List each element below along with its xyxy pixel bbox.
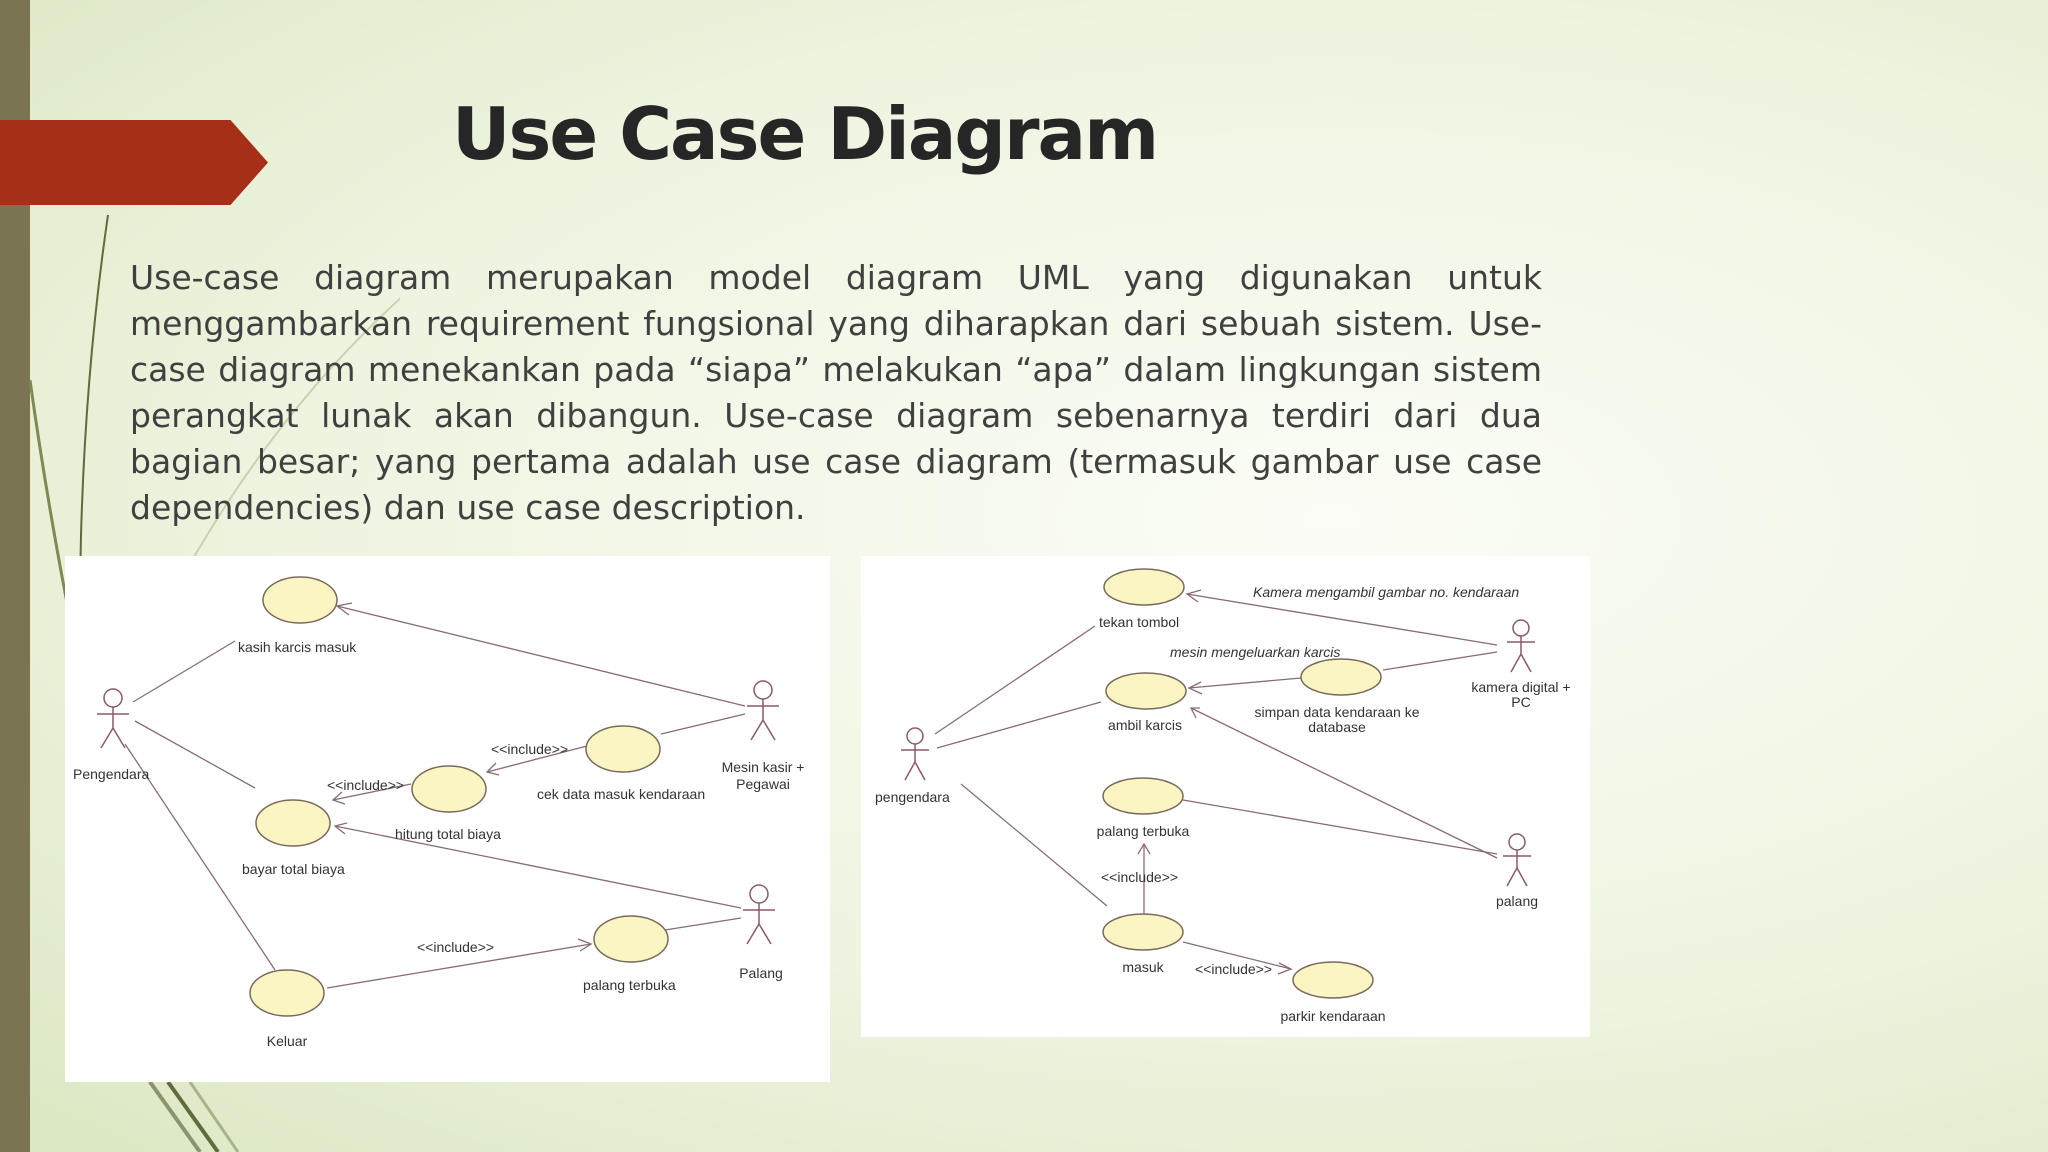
actor-palang (1503, 833, 1531, 887)
include-line (1182, 941, 1292, 970)
label-keluar: Keluar (267, 1033, 308, 1049)
label-include-2: <<include>> (1195, 961, 1272, 977)
association-line (334, 825, 742, 909)
association-line (1190, 707, 1498, 859)
usecase-parkir-kendaraan (1292, 961, 1374, 999)
association-line (934, 625, 1096, 735)
arrowhead (577, 938, 593, 952)
usecase-kasih-karcis-masuk (262, 576, 338, 624)
label-hitung-total-biaya: hitung total biaya (395, 826, 501, 842)
slide-title: Use Case Diagram (452, 92, 1159, 176)
use-case-diagram-right: Kamera mengambil gambar no. kendaraan te… (861, 556, 1590, 1037)
arrowhead (1277, 962, 1293, 975)
usecase-palang-terbuka (1102, 777, 1184, 815)
arrowhead (1185, 589, 1202, 603)
note-mesin: mesin mengeluarkan karcis (1170, 644, 1340, 660)
include-line (486, 745, 588, 773)
label-include-1: <<include>> (491, 741, 568, 757)
actor-pengendara (901, 727, 929, 781)
association-line (134, 720, 256, 789)
label-tekan-tombol: tekan tombol (1099, 614, 1179, 630)
use-case-diagram-left: kasih karcis masuk Pengendara Mesin kasi… (65, 556, 830, 1082)
label-actor-palang: palang (1496, 893, 1538, 909)
arrowhead (333, 822, 348, 835)
usecase-hitung-total-biaya (411, 765, 487, 813)
label-include-1: <<include>> (1101, 869, 1178, 885)
label-actor-palang: Palang (739, 965, 783, 981)
label-ambil-karcis: ambil karcis (1108, 717, 1182, 733)
association-line (132, 640, 236, 703)
association-line (660, 713, 746, 735)
label-include-3: <<include>> (417, 939, 494, 955)
association-line (124, 743, 276, 971)
label-simpan-data-line1: simpan data kendaraan ke (1255, 704, 1420, 720)
usecase-tekan-tombol (1103, 568, 1185, 606)
actor-palang (743, 884, 775, 945)
usecase-palang-terbuka (593, 915, 669, 963)
actor-kamera-digital (1507, 619, 1535, 673)
usecase-keluar (249, 969, 325, 1017)
note-kamera: Kamera mengambil gambar no. kendaraan (1253, 584, 1519, 600)
label-actor-kamera-line1: kamera digital + (1471, 679, 1570, 695)
label-actor-mesin-line2: Pegawai (736, 776, 790, 792)
label-cek-data-masuk: cek data masuk kendaraan (537, 786, 705, 802)
association-line (1382, 651, 1498, 671)
arrowhead (1189, 707, 1200, 719)
usecase-masuk (1102, 913, 1184, 951)
label-masuk: masuk (1122, 959, 1164, 975)
slide-body-text: Use-case diagram merupakan model diagram… (130, 258, 1542, 527)
association-line (1186, 593, 1498, 646)
arrowhead (335, 602, 353, 616)
include-line (332, 783, 412, 801)
usecase-bayar-total-biaya (255, 799, 331, 847)
accent-arrow-banner (0, 120, 268, 205)
arrowhead (1137, 842, 1151, 855)
label-palang-terbuka: palang terbuka (583, 977, 676, 993)
usecase-simpan-data (1300, 658, 1382, 696)
label-actor-kamera-line2: PC (1511, 694, 1530, 710)
label-actor-pengendara: Pengendara (73, 766, 150, 782)
label-actor-mesin-line1: Mesin kasir + (722, 759, 805, 775)
label-actor-pengendara: pengendara (875, 789, 950, 805)
association-line (664, 917, 742, 931)
arrowhead (1187, 681, 1203, 695)
label-include-2: <<include>> (327, 777, 404, 793)
label-bayar-total-biaya: bayar total biaya (242, 861, 345, 877)
label-kasih-karcis-masuk: kasih karcis masuk (238, 639, 357, 655)
association-line (960, 783, 1108, 907)
arrowhead (485, 762, 500, 776)
label-palang-terbuka: palang terbuka (1097, 823, 1190, 839)
include-line (326, 943, 592, 989)
arrowhead (331, 791, 346, 805)
usecase-ambil-karcis (1105, 672, 1187, 710)
actor-mesin-kasir (747, 680, 779, 741)
actor-pengendara (97, 688, 129, 749)
label-parkir-kendaraan: parkir kendaraan (1280, 1008, 1385, 1024)
association-line (936, 701, 1102, 749)
usecase-cek-data-masuk (585, 725, 661, 773)
association-line (336, 605, 746, 707)
include-line (1188, 677, 1302, 689)
association-line (1182, 799, 1498, 855)
label-simpan-data-line2: database (1308, 719, 1366, 735)
